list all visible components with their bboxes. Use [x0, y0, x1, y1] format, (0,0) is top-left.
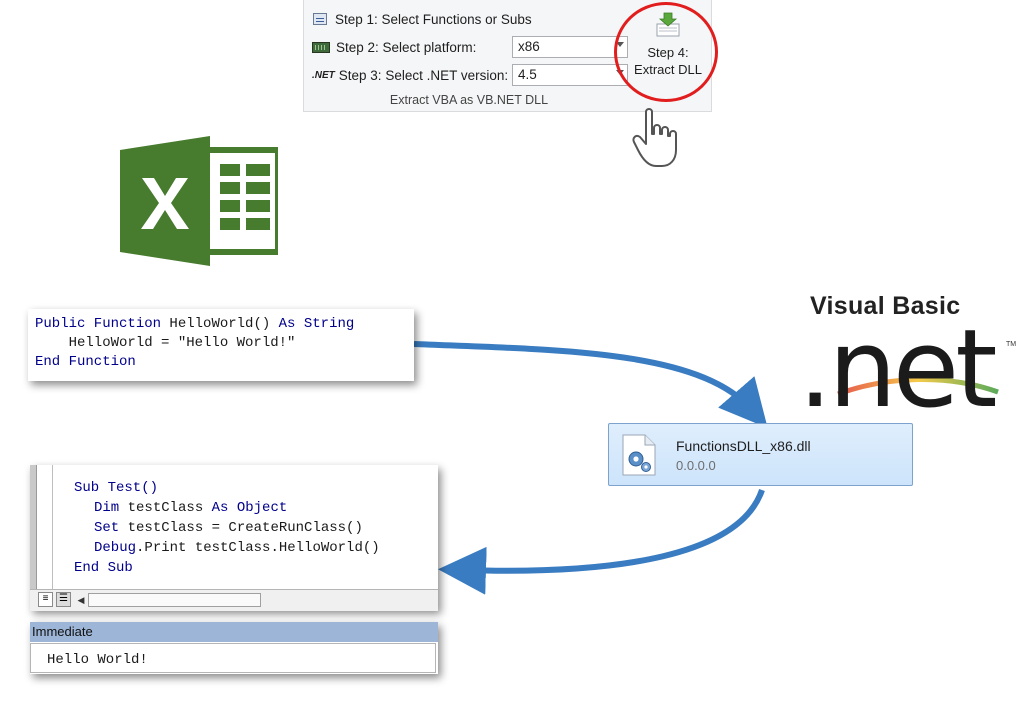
immediate-window[interactable]: Immediate Hello World! — [30, 622, 438, 674]
excel-logo — [120, 136, 278, 266]
vba-code-editor[interactable]: Sub Test() Dim testClass As Object Set t… — [30, 465, 438, 611]
arrow-to-editor — [438, 488, 765, 595]
procedure-view-button[interactable]: ≡ — [38, 592, 53, 607]
code-line: Set testClass = CreateRunClass() — [94, 519, 363, 537]
code-line: Public Function HelloWorld() As String — [35, 315, 354, 333]
scroll-left-icon[interactable]: ◀ — [77, 595, 85, 605]
platform-select[interactable]: x86 — [512, 36, 628, 58]
code-keyword: Public Function — [35, 316, 162, 332]
step2-row: Step 2: Select platform: — [312, 36, 476, 58]
editor-left-border — [30, 465, 37, 589]
code-text: testClass = CreateRunClass() — [119, 520, 363, 536]
code-text: testClass — [119, 500, 212, 516]
code-keyword: Debug — [94, 540, 137, 556]
net-version-select[interactable]: 4.5 — [512, 64, 628, 86]
code-line: Debug.Print testClass.HelloWorld() — [94, 539, 380, 557]
net-icon: .NET — [312, 69, 335, 81]
platform-select-value: x86 — [518, 39, 540, 54]
code-keyword: Dim — [94, 500, 120, 516]
dll-file-version: 0.0.0.0 — [676, 458, 716, 473]
chip-icon — [312, 41, 330, 53]
code-keyword: As String — [278, 316, 355, 332]
immediate-window-body[interactable]: Hello World! — [30, 643, 436, 673]
dll-gear-icon — [622, 434, 656, 476]
code-text: HelloWorld() — [161, 316, 279, 332]
dll-file-item[interactable]: FunctionsDLL_x86.dll 0.0.0.0 — [608, 423, 913, 486]
code-line: End Function — [35, 354, 136, 370]
code-keyword: As Object — [211, 500, 288, 516]
code-keyword: Set — [94, 520, 120, 536]
code-line: HelloWorld = "Hello World!" — [35, 335, 296, 351]
full-module-view-button[interactable]: ☰ — [56, 592, 71, 607]
step1-row[interactable]: Step 1: Select Functions or Subs — [312, 8, 532, 30]
visual-basic-title: Visual Basic — [810, 292, 961, 320]
trademark-mark: TM — [1006, 341, 1016, 348]
immediate-window-title: Immediate — [30, 622, 438, 642]
net-version-select-value: 4.5 — [518, 67, 537, 82]
code-text: .Print testClass.HelloWorld() — [136, 540, 380, 556]
vbnet-wordmark-text: .net — [798, 316, 995, 412]
editor-margin-line — [52, 465, 53, 589]
highlight-circle — [614, 2, 718, 102]
vbnet-wordmark: .net TM — [798, 316, 1016, 412]
vba-function-code: Public Function HelloWorld() As String H… — [28, 309, 414, 381]
step2-label: Step 2: Select platform: — [336, 39, 477, 55]
code-line: End Sub — [74, 560, 133, 576]
functions-icon — [313, 13, 327, 25]
arrow-to-dll — [413, 341, 768, 429]
code-line: Dim testClass As Object — [94, 499, 287, 517]
immediate-output: Hello World! — [47, 652, 148, 668]
step3-row: .NET Step 3: Select .NET version: — [312, 64, 508, 86]
step1-label: Step 1: Select Functions or Subs — [335, 11, 532, 27]
editor-status-strip: ≡ ☰ ◀ — [30, 589, 438, 611]
horizontal-scrollbar[interactable] — [88, 593, 261, 607]
dll-file-name: FunctionsDLL_x86.dll — [676, 438, 811, 454]
hand-cursor-icon — [632, 108, 677, 167]
code-line: Sub Test() — [74, 480, 159, 496]
ribbon-group-caption: Extract VBA as VB.NET DLL — [389, 93, 549, 107]
step3-label: Step 3: Select .NET version: — [338, 67, 509, 83]
